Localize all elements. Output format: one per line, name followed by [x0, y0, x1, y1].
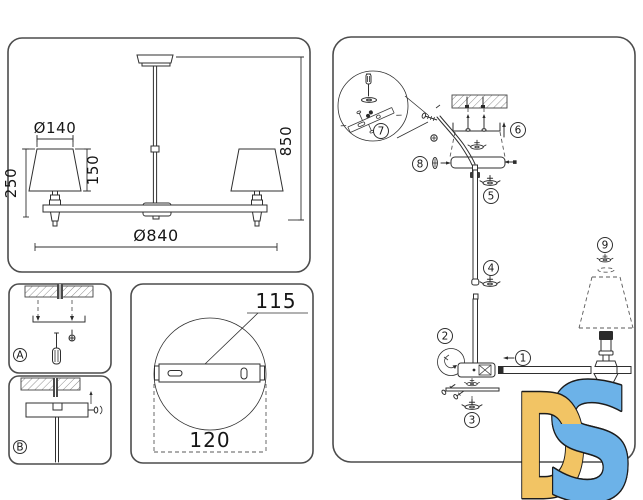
- step-badge-6: [510, 122, 526, 138]
- bar-slot-left: [167, 370, 183, 377]
- ceiling-hatch: [20, 377, 81, 391]
- ds-logo: S D S: [513, 350, 639, 500]
- step-badge-7: [373, 123, 389, 139]
- inset-a-panel: A: [8, 283, 112, 374]
- step-7-label: 7: [378, 126, 385, 138]
- step-2-label: 2: [442, 331, 449, 343]
- ceiling-mount-assembly: 6 8: [412, 94, 526, 178]
- lower-rod: [472, 298, 478, 364]
- shade-ghost: [578, 267, 634, 329]
- step-1-label: 1: [520, 353, 527, 365]
- inset-b-panel: B: [8, 375, 112, 465]
- dim-shade-height: 150: [84, 155, 102, 185]
- step-5-label: 5: [488, 191, 495, 203]
- logo-letter-s: S: [543, 351, 637, 500]
- detail-balloon-7: 7: [337, 70, 441, 142]
- step-3-label: 3: [469, 415, 476, 427]
- assembly-panel: 7: [332, 36, 636, 463]
- step-6-label: 6: [515, 125, 522, 137]
- lamp-holder-assembly: [593, 331, 619, 391]
- bar-slot-right: [240, 367, 248, 380]
- step-badge-9: [597, 237, 613, 253]
- dim-overall-diameter: Ø840: [133, 226, 179, 245]
- stem-joint: [150, 145, 160, 153]
- step-badge-5: [483, 188, 499, 204]
- step-4-label: 4: [488, 263, 495, 275]
- inset-a-badge: [13, 348, 27, 362]
- horizontal-arm: [42, 204, 268, 213]
- right-shade: [230, 148, 284, 192]
- step-9-label: 9: [602, 240, 609, 252]
- step-badge-3: [464, 412, 480, 428]
- bracket-detail-panel: 115 120: [130, 283, 314, 464]
- upper-rod: [472, 169, 478, 280]
- bracket-screws: [465, 108, 487, 132]
- dim-bracket-width: 115: [255, 289, 296, 313]
- inset-b-label: B: [16, 442, 23, 454]
- step-badge-1: [515, 350, 531, 366]
- wire-detail-circle: [437, 348, 465, 376]
- logo-letter-s-overlap: S: [543, 351, 637, 500]
- ceiling-canopy: [136, 54, 174, 64]
- step-8-label: 8: [417, 159, 424, 171]
- inset-a-label: A: [16, 350, 24, 362]
- dim-overall-height: 850: [277, 126, 295, 156]
- left-shade: [28, 148, 82, 192]
- logo-letter-d: D: [514, 364, 588, 500]
- dimensions-panel: Ø140 150 250 850 Ø840: [2, 37, 311, 273]
- step-badge-2: [437, 328, 453, 344]
- inset-b-badge: [13, 440, 27, 454]
- step-badge-8: [412, 156, 428, 172]
- center-hub-assembly: [441, 362, 500, 400]
- dim-canopy-diameter: 120: [189, 428, 230, 452]
- ceiling-hatch: [451, 94, 508, 109]
- dim-lamp-height: 250: [2, 168, 20, 198]
- step-badge-4: [483, 260, 499, 276]
- dim-shade-diameter: Ø140: [34, 119, 77, 137]
- screwdriver-icon: [52, 332, 61, 365]
- lamp-arm: [502, 366, 592, 374]
